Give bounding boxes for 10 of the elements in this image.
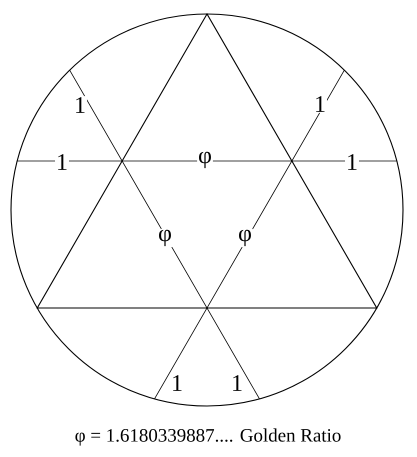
segment-label: 1	[73, 96, 87, 114]
segment-label: 1	[313, 95, 327, 113]
caption: φ = 1.6180339887.... Golden Ratio	[75, 428, 341, 446]
segment-label: 1	[55, 153, 69, 171]
segment-label: φ	[157, 228, 173, 248]
segment-label: 1	[170, 374, 184, 392]
segment-label: φ	[237, 228, 253, 248]
segment-label: φ	[197, 150, 213, 170]
segment-label: 1	[345, 153, 359, 171]
segment-label: 1	[230, 374, 244, 392]
